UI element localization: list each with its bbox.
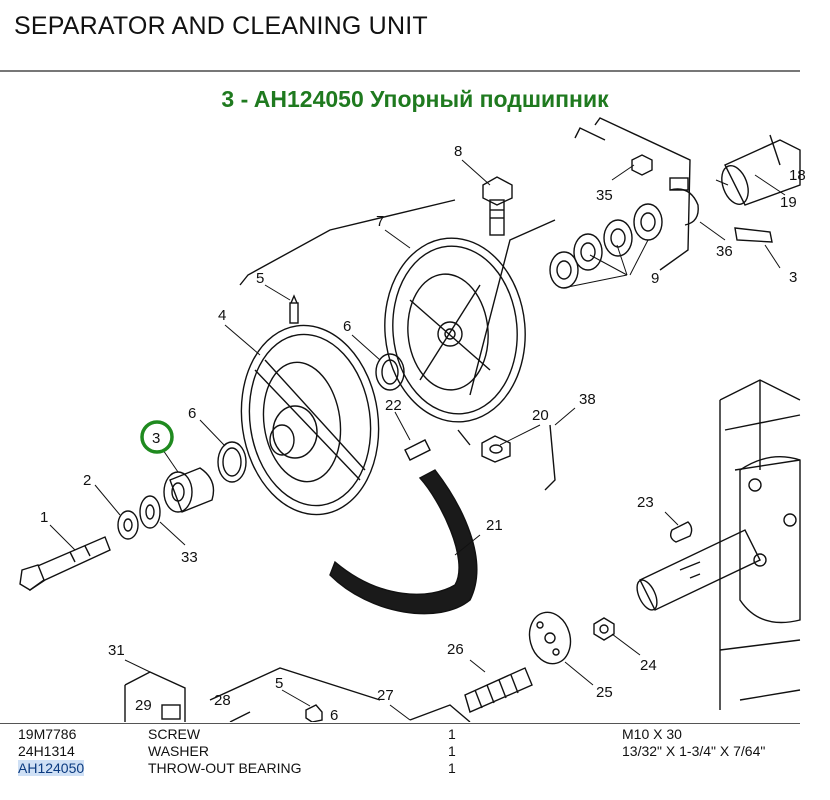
callout-23: 23 <box>637 494 654 511</box>
exploded-parts-diagram: 1 2 3 4 5 5 6 6 6 7 8 9 18 19 3 20 21 22… <box>19 117 806 724</box>
part-number: 19M7786 <box>18 726 77 742</box>
table-top-rule <box>0 723 800 724</box>
callout-8: 8 <box>454 143 462 160</box>
part-description: THROW-OUT BEARING <box>148 760 302 776</box>
callout-20: 20 <box>532 407 549 424</box>
part-spec: 13/32" X 1-3/4" X 7/64" <box>622 743 766 759</box>
part-number: 24H1314 <box>18 743 75 759</box>
screw-1 <box>19 536 111 592</box>
callout-31: 31 <box>108 642 125 659</box>
callout-29: 29 <box>135 697 152 714</box>
callout-33: 33 <box>181 549 198 566</box>
lower-left-items <box>124 667 471 723</box>
callout-27: 27 <box>377 687 394 704</box>
callout-28: 28 <box>214 692 231 709</box>
callout-2: 2 <box>83 472 91 489</box>
callout-22: 22 <box>385 397 402 414</box>
callout-labels: 1 2 3 4 5 5 6 6 6 7 8 9 18 19 3 20 21 22… <box>40 143 806 724</box>
callout-25: 25 <box>596 684 613 701</box>
pulley-7 <box>384 237 526 423</box>
part-description: WASHER <box>148 743 209 759</box>
callout-38: 38 <box>579 391 596 408</box>
highlight-ring <box>140 420 174 454</box>
bolt-8-and-washers-9 <box>482 154 773 289</box>
leader-lines <box>49 159 786 721</box>
callout-6-mid: 6 <box>343 318 351 335</box>
drive-shaft <box>636 529 761 611</box>
table-row[interactable]: 19M7786 SCREW 1 M10 X 30 <box>0 726 800 743</box>
header-divider <box>0 70 800 72</box>
callout-26: 26 <box>447 641 464 658</box>
parts-table: 19M7786 SCREW 1 M10 X 30 24H1314 WASHER … <box>0 722 800 800</box>
part-qty: 1 <box>448 726 456 742</box>
callout-19: 19 <box>780 194 797 211</box>
callout-3-right: 3 <box>789 269 797 286</box>
part-number: AH124050 <box>18 760 85 776</box>
bracket-lines <box>239 199 556 491</box>
callout-9: 9 <box>651 270 659 287</box>
collar-spring-nut <box>464 611 615 713</box>
callout-4: 4 <box>218 307 226 324</box>
shaft-18 <box>721 134 801 206</box>
table-row[interactable]: 24H1314 WASHER 1 13/32" X 1-3/4" X 7/64" <box>0 743 800 760</box>
washers-and-bearing <box>117 441 247 540</box>
pin-23 <box>669 521 693 543</box>
callout-1: 1 <box>40 509 48 526</box>
callout-6-left: 6 <box>188 405 196 422</box>
selected-part-heading: 3 - AH124050 Упорный подшипник <box>221 86 609 112</box>
callout-35: 35 <box>596 187 613 204</box>
callout-24: 24 <box>640 657 657 674</box>
housing-frame <box>574 117 801 710</box>
page-title: SEPARATOR AND CLEANING UNIT <box>14 12 428 40</box>
callout-7: 7 <box>376 213 384 230</box>
part-spec: M10 X 30 <box>622 726 682 742</box>
callout-18: 18 <box>789 167 806 184</box>
callout-6-lower: 6 <box>330 707 338 724</box>
small-hardware <box>289 294 511 463</box>
callout-5-lower: 5 <box>275 675 283 692</box>
callout-3: 3 <box>152 430 160 447</box>
table-row-selected[interactable]: AH124050 THROW-OUT BEARING 1 <box>0 760 800 777</box>
callout-36: 36 <box>716 243 733 260</box>
pulley-4 <box>240 324 380 516</box>
part-description: SCREW <box>148 726 201 742</box>
callout-21: 21 <box>486 517 503 534</box>
callout-5: 5 <box>256 270 264 287</box>
part-qty: 1 <box>448 760 456 776</box>
part-qty: 1 <box>448 743 456 759</box>
belt-21 <box>329 469 478 615</box>
